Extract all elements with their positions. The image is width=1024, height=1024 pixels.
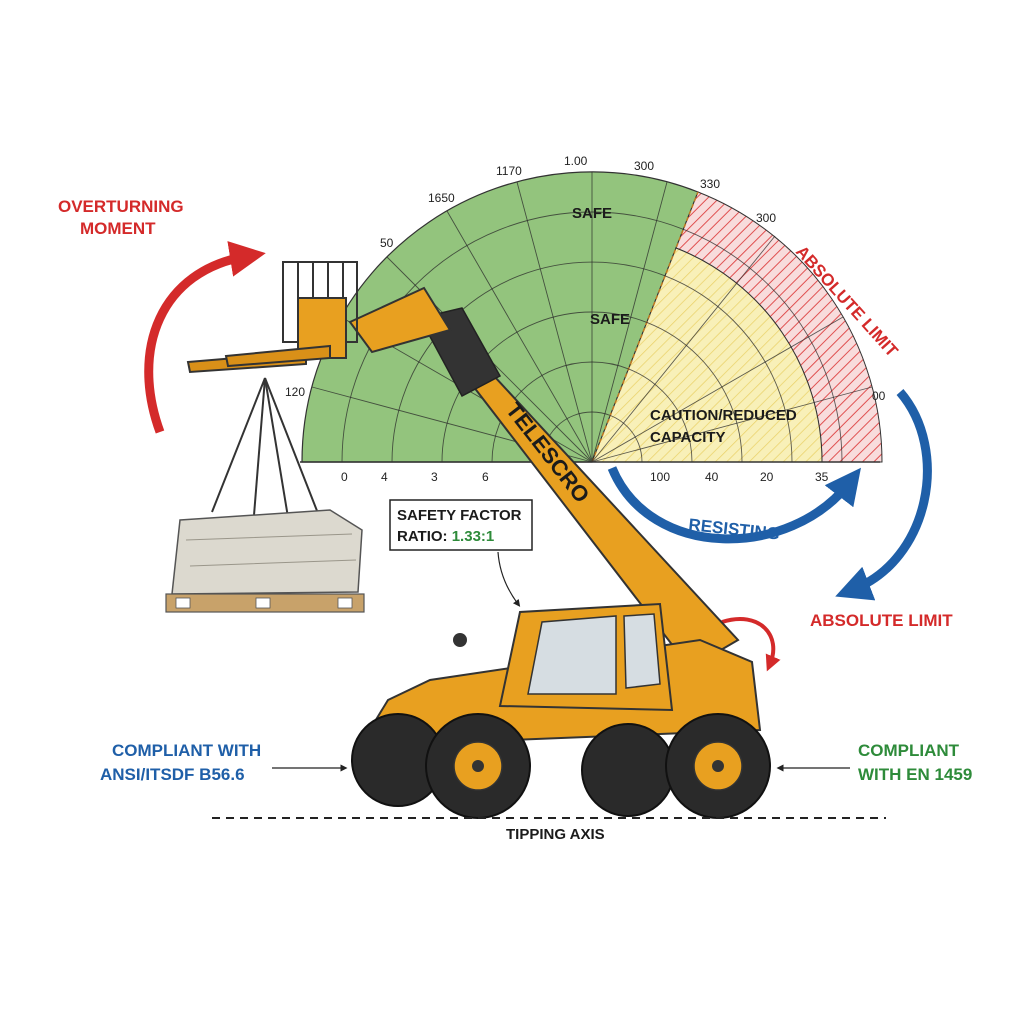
tick-base-0: 0 — [341, 470, 348, 484]
compliance-left-line2: ANSI/ITSDF B56.6 — [100, 765, 245, 784]
safe-zone — [301, 171, 699, 463]
safety-factor-ratio: RATIO: 1.33:1 — [397, 528, 494, 545]
overturning-arrow — [144, 241, 266, 434]
tick-base-4: 100 — [650, 470, 670, 484]
suspended-load — [165, 377, 365, 613]
resisting-arrow — [607, 466, 861, 544]
arc-top-ticks: 120 50 1650 1170 1.00 300 330 300 00 — [285, 154, 886, 403]
fork-carriage — [186, 261, 358, 374]
safety-factor-label: SAFETY FACTOR — [397, 507, 522, 524]
compliance-left-line1: COMPLIANT WITH — [112, 741, 261, 760]
cab-door-window — [623, 613, 661, 689]
tick-top-4: 1.00 — [564, 154, 588, 168]
overturning-label-line1: OVERTURNING — [58, 197, 184, 216]
caution-label-line2: CAPACITY — [650, 429, 726, 446]
tick-top-2: 1650 — [428, 191, 455, 205]
safety-factor-ratio-prefix: RATIO: — [397, 528, 452, 545]
tick-top-1: 50 — [380, 236, 394, 250]
boom-head — [348, 286, 452, 354]
load-bundle — [171, 509, 363, 595]
tick-base-3: 6 — [482, 470, 489, 484]
safety-factor-value: 1.33:1 — [452, 528, 495, 545]
caution-label-line1: CAUTION/REDUCED — [650, 407, 797, 424]
load-chart-arc — [300, 171, 883, 463]
cab-window — [527, 615, 617, 695]
telehandler: TELESCRO — [186, 261, 771, 819]
tipping-axis-label: TIPPING AXIS — [506, 826, 605, 843]
compliance-right-line1: COMPLIANT — [858, 741, 960, 760]
rear-rotation-arrow — [721, 617, 781, 672]
absolute-limit-arrow — [835, 389, 932, 601]
absolute-limit-right-label: ABSOLUTE LIMIT — [810, 611, 953, 630]
tick-top-7: 300 — [756, 211, 776, 225]
overturning-label-line2: MOMENT — [80, 219, 156, 238]
tick-top-8: 00 — [872, 389, 886, 403]
tick-base-2: 3 — [431, 470, 438, 484]
safety-factor-callout: SAFETY FACTOR RATIO: 1.33:1 — [389, 499, 533, 607]
safe-outer-label: SAFE — [572, 205, 612, 222]
tick-base-7: 35 — [815, 470, 829, 484]
caution-zone — [591, 247, 823, 463]
safe-inner-label: SAFE — [590, 311, 630, 328]
compliance-right-line2: WITH EN 1459 — [858, 765, 972, 784]
tick-base-6: 20 — [760, 470, 774, 484]
tick-base-5: 40 — [705, 470, 719, 484]
tick-top-5: 300 — [634, 159, 654, 173]
tick-top-3: 1170 — [496, 164, 522, 178]
tick-top-0: 120 — [285, 385, 305, 399]
tick-base-1: 4 — [381, 470, 388, 484]
mirror — [453, 633, 467, 647]
tick-top-6: 330 — [700, 177, 720, 191]
